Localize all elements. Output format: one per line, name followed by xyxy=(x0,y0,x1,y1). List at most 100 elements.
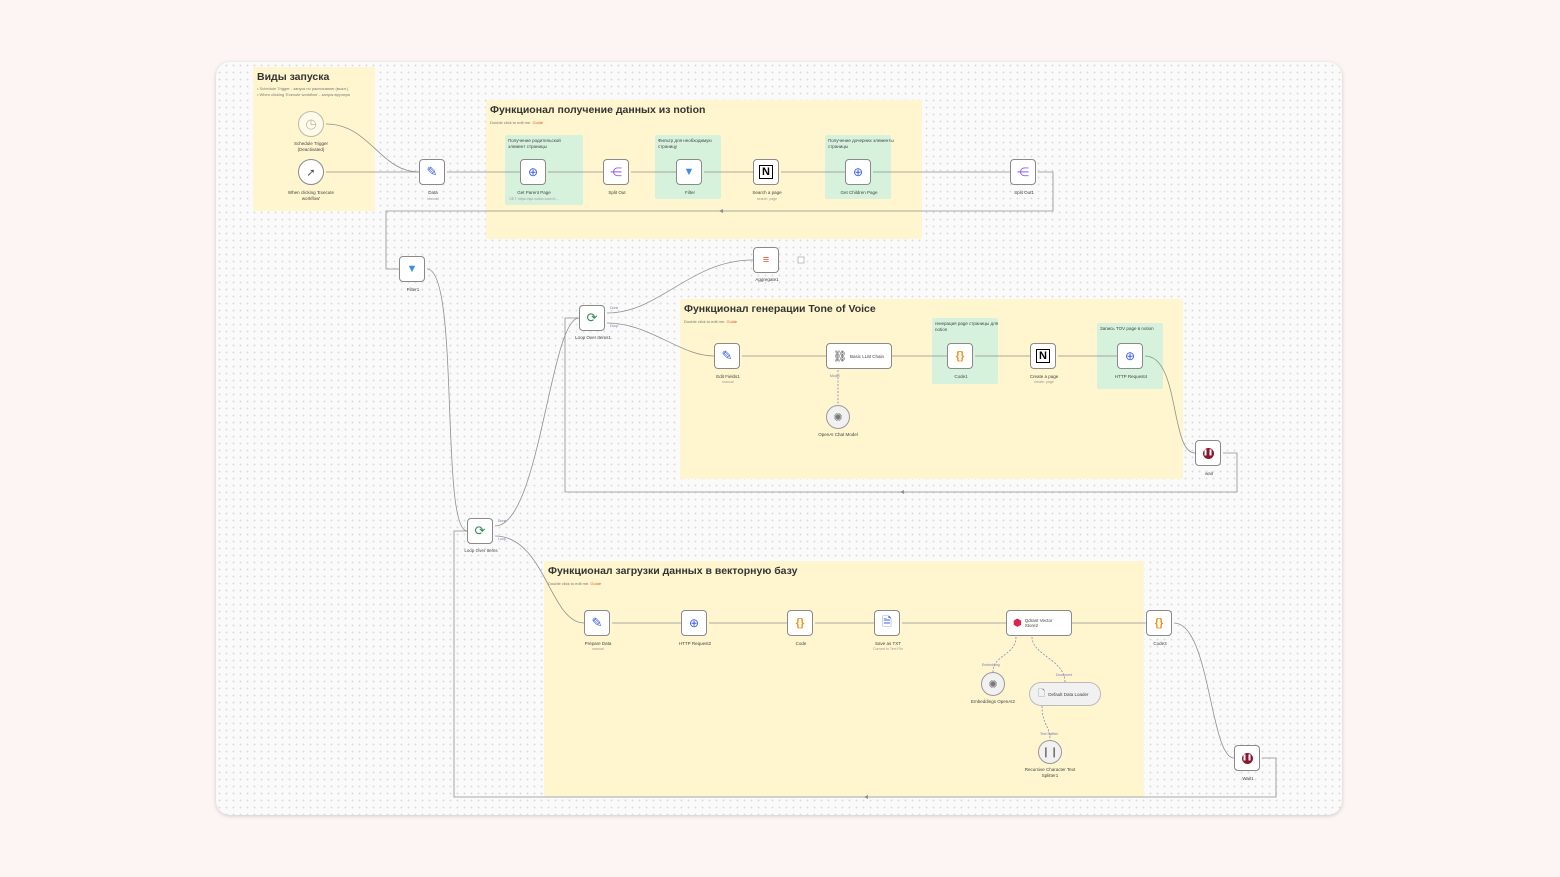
loop-icon: ⟳ xyxy=(586,310,598,325)
port-label-loop: Loop xyxy=(498,537,506,541)
pencil-icon: ✎ xyxy=(426,164,438,179)
sticky-subtitle: Double click to edit me. Guide xyxy=(548,581,602,586)
node-label: Code xyxy=(795,641,807,646)
globe-icon: ⊕ xyxy=(1124,349,1136,363)
node-label: Schedule Trigger (Deactivated) xyxy=(293,141,329,152)
node-label: Wait1 xyxy=(1242,776,1254,781)
notion-icon: N xyxy=(759,165,773,179)
text-splitter-node[interactable]: ❙❙ xyxy=(1038,740,1062,764)
pencil-icon: ✎ xyxy=(591,615,603,630)
sticky-title: Функционал загрузки данных в векторную б… xyxy=(548,565,798,577)
sticky-line: • Schedule Trigger - запуск по расписани… xyxy=(257,86,349,91)
port-label-done: Done xyxy=(610,306,619,310)
node-label: Split Out1 xyxy=(1014,190,1034,195)
split-icon: ⋲ xyxy=(1017,165,1029,179)
wait-node[interactable]: ❚❚ xyxy=(1195,440,1221,466)
get-children-page-node[interactable]: ⊕ xyxy=(845,159,871,185)
node-label: Filter xyxy=(685,190,695,195)
code-braces-icon: {} xyxy=(795,617,805,629)
split-icon: ⋲ xyxy=(610,165,622,179)
search-page-node[interactable]: N xyxy=(753,159,779,185)
node-label: Loop Over Items xyxy=(464,548,498,553)
node-label: wait xyxy=(1204,471,1213,476)
globe-icon: ⊕ xyxy=(688,616,700,630)
notion-icon: N xyxy=(1036,349,1050,363)
guide-link[interactable]: Guide xyxy=(532,120,544,125)
code-braces-icon: {} xyxy=(955,350,965,362)
default-data-loader-node[interactable]: 🗋 Default Data Loader xyxy=(1029,682,1101,706)
embeddings-openai-node[interactable]: ✺ xyxy=(981,672,1005,696)
wait1-node[interactable]: ❚❚ xyxy=(1234,745,1260,771)
sticky-subtitle: Double click to edit me. Guide xyxy=(490,120,544,125)
code3-node[interactable]: {} xyxy=(1146,610,1172,636)
save-as-txt-node[interactable]: 🗎 xyxy=(874,610,900,636)
aggregate-node[interactable]: ≡ xyxy=(753,247,779,273)
node-label: Get Parent Page xyxy=(517,190,551,195)
basic-llm-chain-node[interactable]: ⛓ Basic LLM Chain xyxy=(826,343,892,369)
create-page-node[interactable]: N xyxy=(1030,343,1056,369)
node-subtitle: manual xyxy=(427,197,439,201)
http-request2-node[interactable]: ⊕ xyxy=(681,610,707,636)
split-out-node[interactable]: ⋲ xyxy=(603,159,629,185)
splitter-icon: ❙❙ xyxy=(1041,746,1059,758)
node-label: Create a page xyxy=(1029,374,1059,379)
globe-icon: ⊕ xyxy=(852,165,864,179)
guide-link[interactable]: Guide xyxy=(590,581,602,586)
node-label: Code3 xyxy=(1153,641,1167,646)
loop-over-items-node[interactable]: ⟳ xyxy=(467,518,493,544)
port-label-document: Document xyxy=(1056,673,1072,677)
loop-icon: ⟳ xyxy=(474,523,486,538)
aggregate-icon: ≡ xyxy=(762,254,770,266)
node-label: Prepare Data xyxy=(584,641,612,646)
globe-icon: ⊕ xyxy=(527,165,539,179)
node-label: When clicking 'Execute workflow' xyxy=(287,190,335,201)
node-label: HTTP Request2 xyxy=(678,641,712,646)
chain-link-icon: ⛓ xyxy=(833,350,847,363)
node-label: Aggregate1 xyxy=(755,277,779,282)
sticky-line: • When clicking 'Execute workflow' - зап… xyxy=(257,92,351,97)
node-label: Data xyxy=(428,190,438,195)
loop-over-items1-node[interactable]: ⟳ xyxy=(579,305,605,331)
port-label-done: Done xyxy=(498,519,507,523)
openai-chat-model-node[interactable]: ✺ xyxy=(826,405,850,429)
funnel-icon: ▼ xyxy=(406,263,418,275)
sticky-subtitle: Double click to edit me. Guide xyxy=(684,319,738,324)
qdrant-icon: ⬢ xyxy=(1013,617,1022,629)
prepare-data-node[interactable]: ✎ xyxy=(584,610,610,636)
get-parent-page-node[interactable]: ⊕ xyxy=(520,159,546,185)
openai-icon: ✺ xyxy=(988,678,998,691)
node-label: Basic LLM Chain xyxy=(849,353,884,359)
edit-fields1-node[interactable]: ✎ xyxy=(714,343,740,369)
node-subtitle: search: page xyxy=(756,197,778,201)
pause-icon: ❚❚ xyxy=(1241,752,1253,764)
node-subtitle: create: page xyxy=(1034,380,1054,384)
node-label: Embeddings OpenAI2 xyxy=(970,699,1016,704)
pause-icon: ❚❚ xyxy=(1202,447,1214,459)
node-subtitle: GET: https://api.notion.com/v1... xyxy=(509,197,559,201)
node-label: Edit Fields1 xyxy=(716,374,740,379)
openai-icon: ✺ xyxy=(833,411,843,424)
manual-trigger-node[interactable]: ➚ xyxy=(298,159,324,185)
split-out1-node[interactable]: ⋲ xyxy=(1010,159,1036,185)
qdrant-vector-store-node[interactable]: ⬢ Qdrant Vector Store2 xyxy=(1006,610,1072,636)
node-label: Loop Over Items1 xyxy=(575,335,611,340)
node-label: Qdrant Vector Store2 xyxy=(1024,618,1053,628)
sticky-title: Функционал получение данных из notion xyxy=(490,104,706,116)
code-node[interactable]: {} xyxy=(787,610,813,636)
filter-node[interactable]: ▼ xyxy=(676,159,702,185)
node-label: Recursive Character Text Splitter1 xyxy=(1024,767,1076,778)
port-label-text-splitter: Text Splitter xyxy=(1040,732,1059,736)
document-icon: 🗋 xyxy=(1038,688,1046,698)
node-label: Get Children Page xyxy=(840,190,878,195)
data-node[interactable]: ✎ xyxy=(419,159,445,185)
filter1-node[interactable]: ▼ xyxy=(399,256,425,282)
http-request4-node[interactable]: ⊕ xyxy=(1117,343,1143,369)
node-label: OpenAI Chat Model xyxy=(818,432,858,437)
code1-node[interactable]: {} xyxy=(947,343,973,369)
schedule-trigger-node[interactable]: ◷ xyxy=(298,111,324,137)
file-convert-icon: 🗎 xyxy=(882,614,892,629)
guide-link[interactable]: Guide xyxy=(726,319,738,324)
node-subtitle: manual xyxy=(592,647,604,651)
node-label: Default Data Loader xyxy=(1048,691,1089,697)
clock-icon: ◷ xyxy=(305,116,317,131)
